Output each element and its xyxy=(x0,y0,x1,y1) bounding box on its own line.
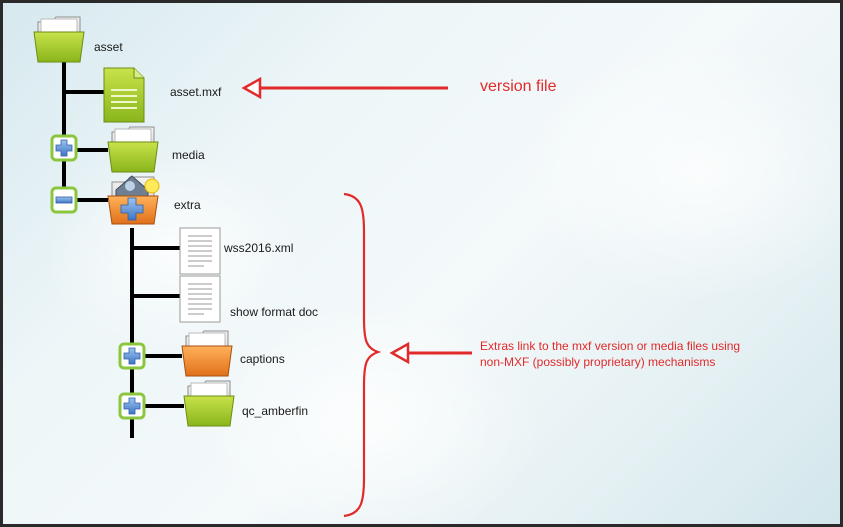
curly-brace xyxy=(343,192,382,518)
asset-mxf-label: asset.mxf xyxy=(170,85,222,99)
expand-plus-icon[interactable] xyxy=(50,134,78,162)
version-file-arrow xyxy=(241,76,448,100)
extra-label: extra xyxy=(174,198,201,212)
expand-plus-icon[interactable] xyxy=(118,392,146,420)
version-file-annotation: version file xyxy=(480,78,557,95)
extras-arrow xyxy=(389,341,472,365)
extras-annotation-line1: Extras link to the mxf version or media … xyxy=(480,339,741,353)
mxf-document-icon[interactable] xyxy=(103,67,145,123)
qc-amberfin-label: qc_amberfin xyxy=(242,404,309,418)
folder-icon[interactable] xyxy=(183,380,235,427)
folder-icon[interactable] xyxy=(107,126,159,173)
show-format-label: show format doc xyxy=(230,305,319,319)
extras-annotation-line2: non-MXF (possibly proprietary) mechanism… xyxy=(480,355,716,369)
media-label: media xyxy=(172,148,205,162)
folder-icon[interactable] xyxy=(181,330,233,377)
expand-plus-icon[interactable] xyxy=(118,342,146,370)
extra-folder-icon[interactable] xyxy=(107,175,160,225)
folder-icon[interactable] xyxy=(33,16,85,63)
collapse-minus-icon[interactable] xyxy=(50,186,78,214)
xml-document-icon[interactable] xyxy=(179,227,221,275)
asset-label: asset xyxy=(94,40,123,54)
captions-label: captions xyxy=(240,352,285,366)
wss2016-label: wss2016.xml xyxy=(224,241,294,255)
document-icon[interactable] xyxy=(179,275,221,323)
tree-connectors xyxy=(54,62,184,438)
